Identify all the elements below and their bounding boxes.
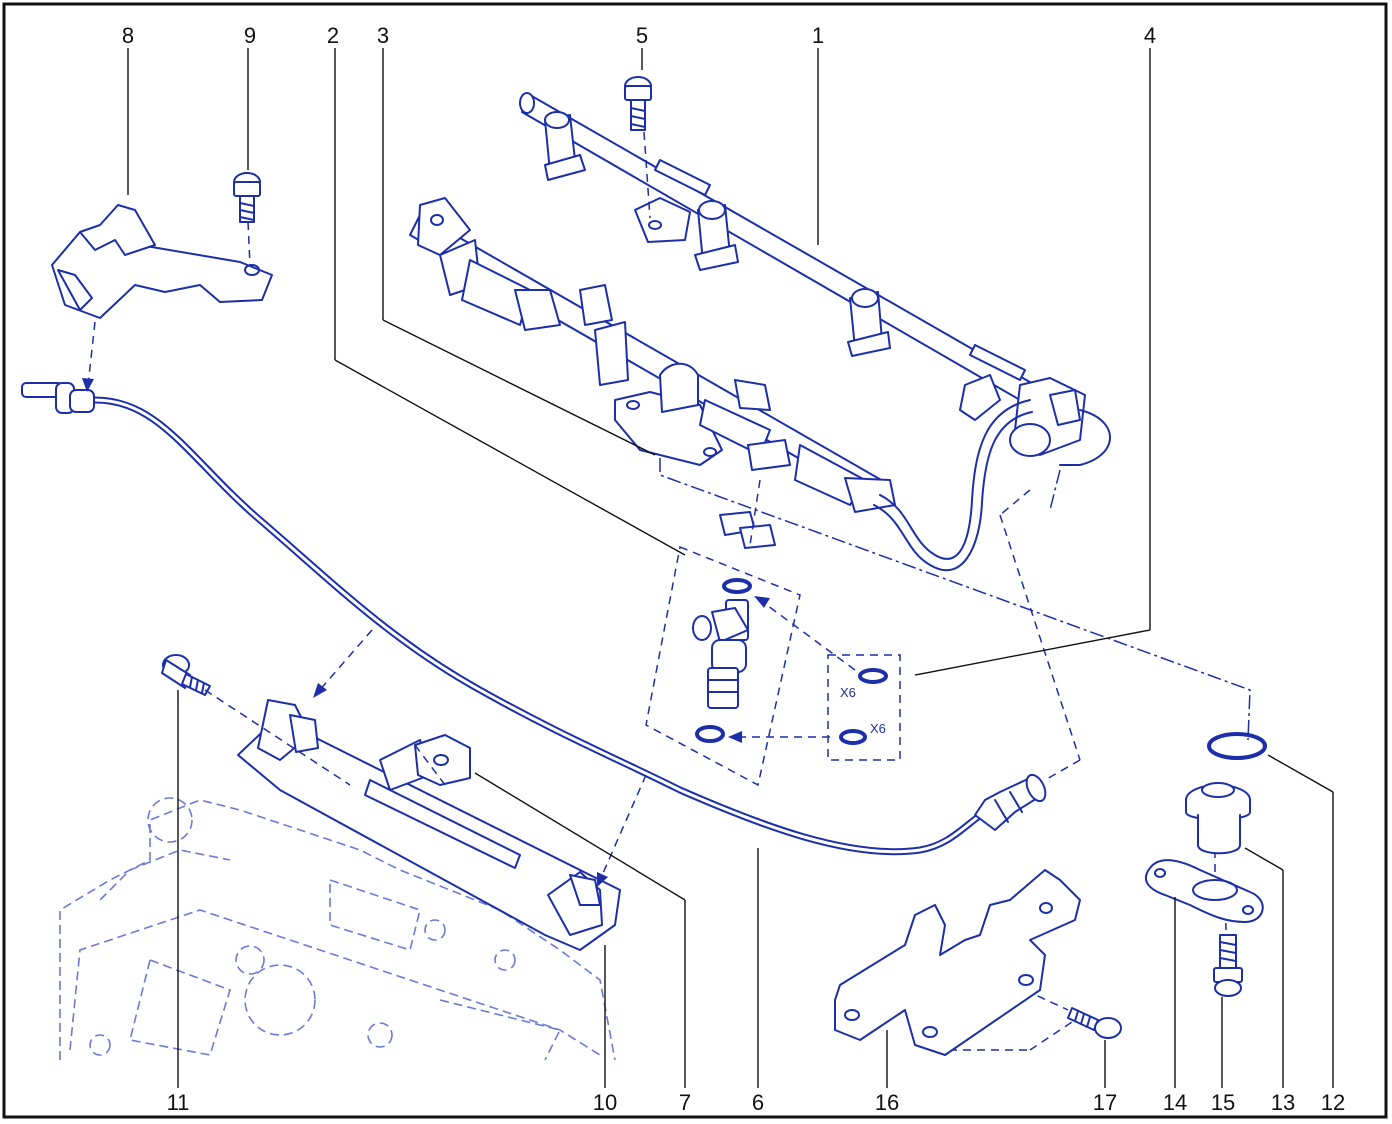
fuel-rail-front xyxy=(409,197,1033,572)
callout-4: 4 xyxy=(1144,23,1156,48)
leader-lines xyxy=(127,48,1334,1088)
callout-17: 17 xyxy=(1093,1090,1117,1115)
callout-1: 1 xyxy=(812,23,824,48)
callout-14: 14 xyxy=(1163,1090,1187,1115)
rail-mounting-bolt xyxy=(624,76,652,131)
callout-8: 8 xyxy=(122,23,134,48)
callout-16: 16 xyxy=(875,1090,899,1115)
callout-9: 9 xyxy=(244,23,256,48)
pipe-bracket-upper xyxy=(51,204,273,319)
regulator-bolt xyxy=(1213,934,1243,997)
assembly-arrows xyxy=(82,131,1227,1051)
bracket-bolt xyxy=(233,172,261,223)
callout-12: 12 xyxy=(1321,1090,1345,1115)
regulator-o-ring xyxy=(1207,732,1267,760)
fuel-pressure-regulator xyxy=(1185,782,1251,855)
pipe-bracket-lower xyxy=(237,699,621,951)
lower-seal-quantity: X6 xyxy=(870,721,886,736)
fuel-injector xyxy=(692,511,776,743)
callout-10: 10 xyxy=(593,1090,617,1115)
callout-5: 5 xyxy=(636,23,648,48)
regulator-alignment-line-2 xyxy=(1049,469,1061,511)
engine-block-outline xyxy=(59,797,616,1061)
fuel-rail-rear xyxy=(519,92,1111,466)
callout-2: 2 xyxy=(327,23,339,48)
injector-group-boundary xyxy=(645,545,801,787)
upper-seal-quantity: X6 xyxy=(840,685,856,700)
callout-7: 7 xyxy=(679,1090,691,1115)
regulator-bracket-bolt xyxy=(1067,1007,1122,1039)
regulator-bracket xyxy=(834,869,1081,1056)
callout-numbers: 8 9 2 3 5 1 4 11 10 7 6 16 17 14 15 13 1… xyxy=(122,23,1345,1115)
callout-6: 6 xyxy=(752,1090,764,1115)
callout-13: 13 xyxy=(1271,1090,1295,1115)
callout-15: 15 xyxy=(1211,1090,1235,1115)
callout-11: 11 xyxy=(167,1090,190,1115)
regulator-gasket xyxy=(1144,859,1264,923)
regulator-alignment-line xyxy=(659,458,1251,741)
o-ring-seal-kit xyxy=(827,654,901,761)
fuel-feed-pipe xyxy=(21,382,1047,856)
lower-bracket-bolt xyxy=(161,654,211,696)
callout-3: 3 xyxy=(377,23,389,48)
clip-nut xyxy=(414,734,471,786)
